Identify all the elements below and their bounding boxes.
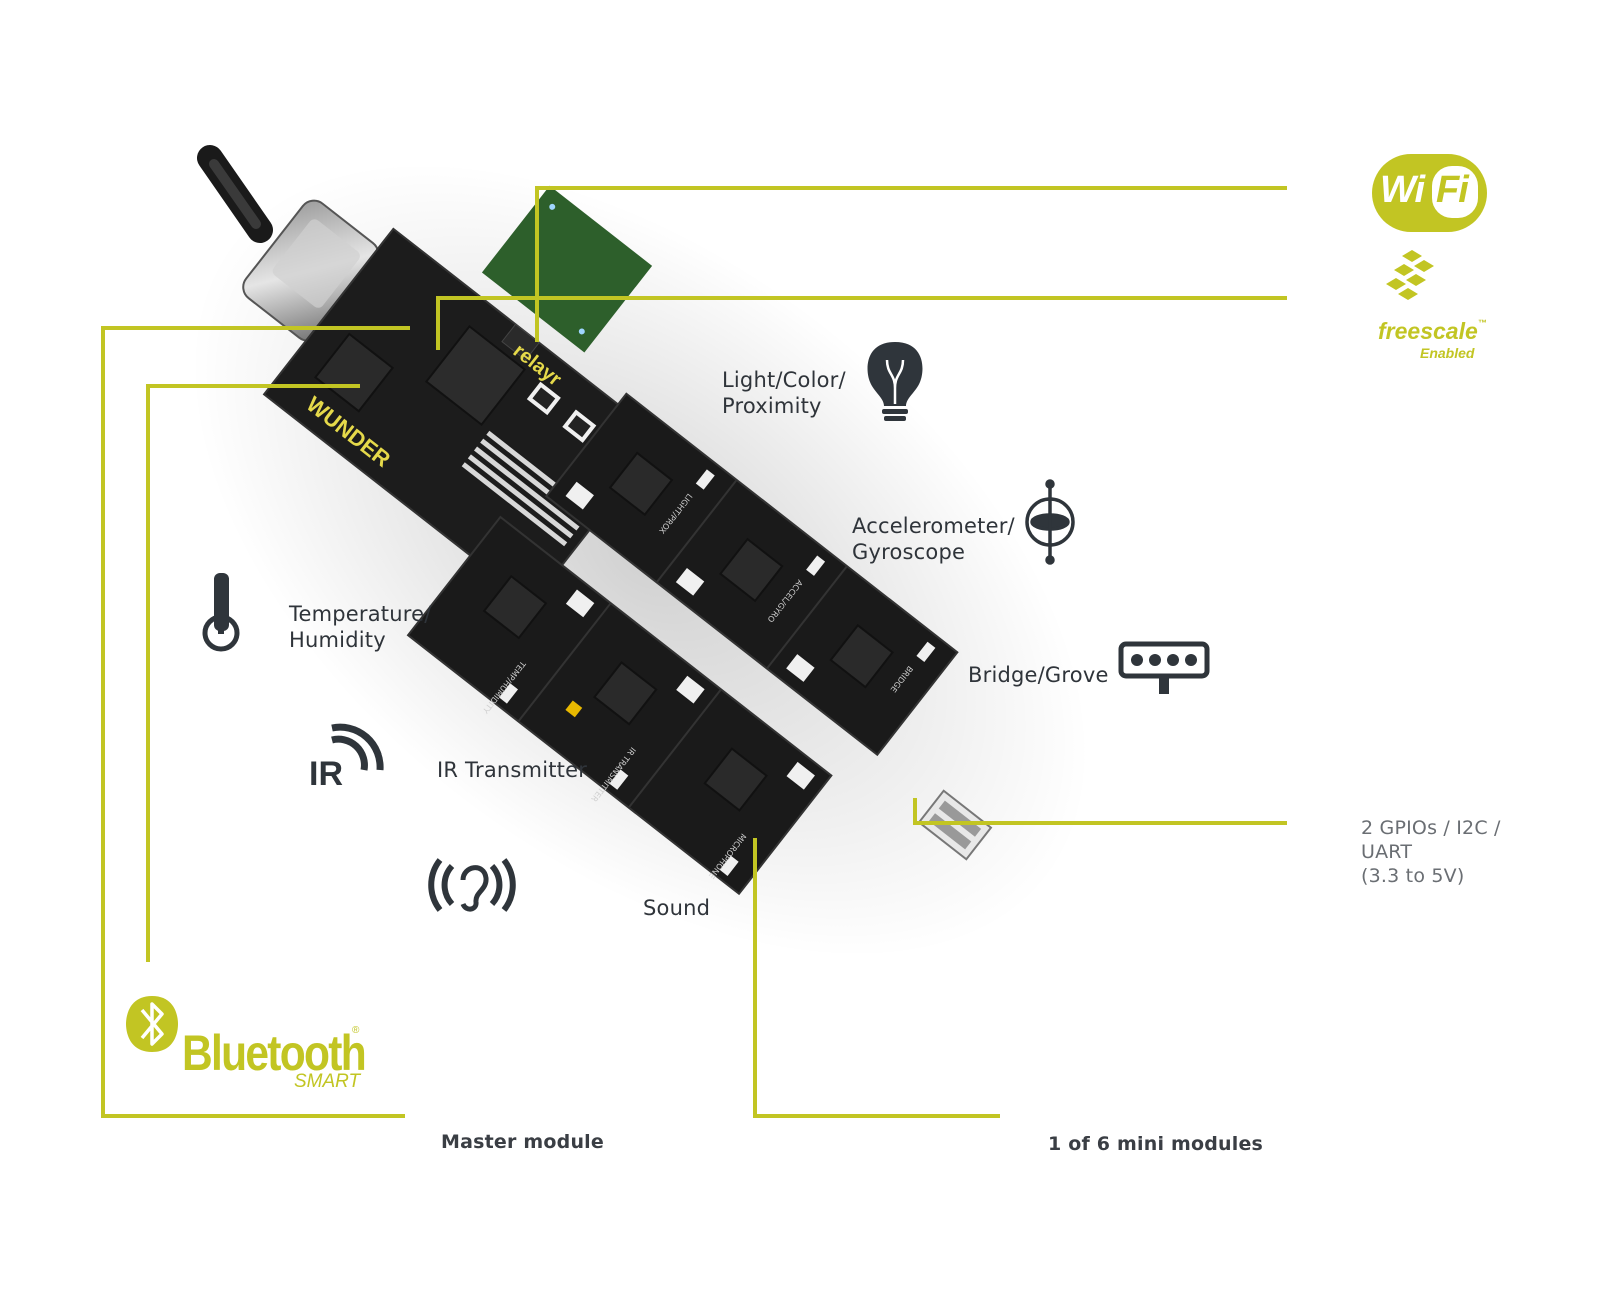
wifi-logo-left: Wi bbox=[1380, 169, 1425, 211]
gpio-callout-line bbox=[913, 798, 1287, 825]
freescale-callout-line bbox=[436, 296, 1287, 350]
ear-sound-icon bbox=[428, 858, 516, 912]
freescale-wordmark: freescale™ bbox=[1378, 318, 1487, 345]
gyroscope-icon bbox=[1025, 479, 1075, 565]
label-bridge-grove: Bridge/Grove bbox=[968, 663, 1109, 687]
lower-module-strip: TEMP/HUMIDITY IR TRANSMITTER MICROPHONE bbox=[406, 515, 833, 896]
bluetooth-callout-line bbox=[146, 384, 360, 962]
label-gpio: 2 GPIOs / I2C / UART (3.3 to 5V) bbox=[1361, 817, 1501, 887]
label-accelerometer-gyroscope: Accelerometer/ Gyroscope bbox=[852, 514, 1015, 564]
label-temperature-humidity: Temperature/ Humidity bbox=[289, 602, 432, 652]
label-sound: Sound bbox=[643, 896, 711, 920]
freescale-tm: ™ bbox=[1477, 318, 1487, 328]
mini-module-callout-line bbox=[753, 838, 1000, 1118]
grove-connector-icon bbox=[1118, 641, 1210, 694]
bluetooth-icon bbox=[126, 996, 178, 1052]
ir-icon-text: IR bbox=[309, 755, 343, 793]
label-ir-transmitter: IR Transmitter bbox=[437, 758, 588, 782]
label-mini-modules: 1 of 6 mini modules bbox=[1048, 1133, 1264, 1155]
wifi-callout-line bbox=[535, 186, 1287, 342]
lightbulb-icon bbox=[867, 342, 923, 421]
bluetooth-registered: ® bbox=[352, 1025, 360, 1036]
upper-module-strip: LIGHT/PROX ACCEL/GYRO BRIDGE bbox=[544, 392, 959, 757]
wifi-logo-right: Fi bbox=[1436, 169, 1469, 211]
label-light-proximity: Light/Color/ Proximity bbox=[722, 368, 846, 418]
freescale-logo bbox=[1386, 250, 1434, 300]
master-callout-line bbox=[101, 326, 410, 1118]
wifi-logo: Wi Fi bbox=[1372, 154, 1487, 232]
bluetooth-wordmark: Bluetooth bbox=[182, 1025, 367, 1081]
freescale-enabled: Enabled bbox=[1420, 345, 1475, 361]
freescale-text: freescale bbox=[1378, 318, 1478, 344]
antenna-board bbox=[481, 185, 653, 353]
bluetooth-smart: SMART bbox=[294, 1071, 361, 1092]
thermometer-icon bbox=[202, 573, 240, 652]
main-chip bbox=[424, 324, 527, 427]
wifi-logo-right-badge: Fi bbox=[1432, 166, 1478, 218]
ir-signal-icon: IR bbox=[309, 723, 384, 793]
callout-lines bbox=[101, 186, 1287, 1118]
label-master-module: Master module bbox=[441, 1131, 604, 1153]
